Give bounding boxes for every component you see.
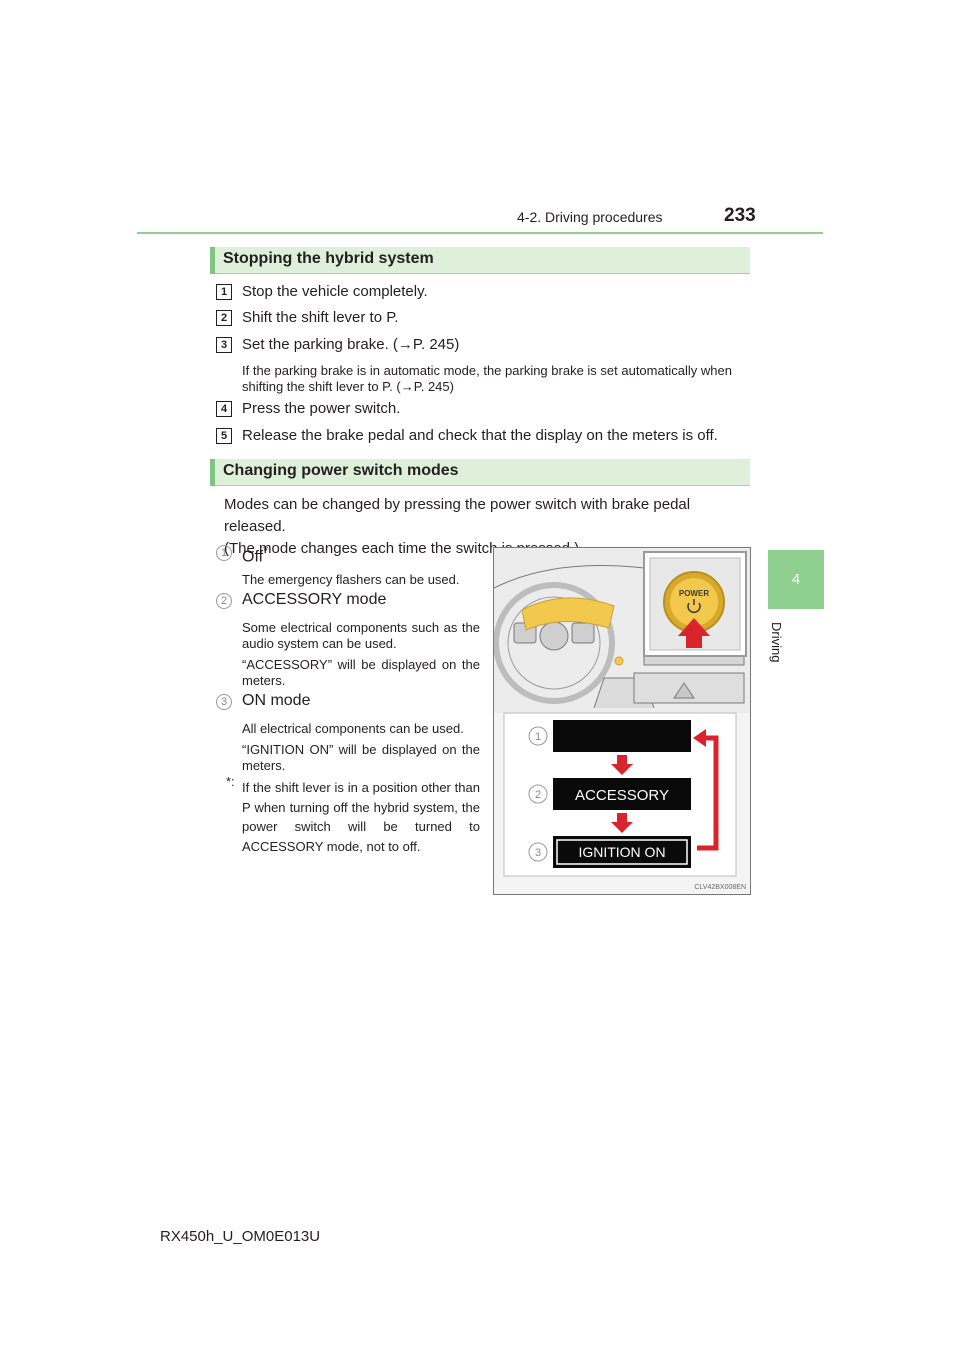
parking-brake-note: If the parking brake is in automatic mod… xyxy=(242,363,732,394)
step-number-3: 3 xyxy=(216,337,232,353)
press-arrow xyxy=(678,618,710,648)
power-icon xyxy=(687,599,701,613)
step-number-4: 4 xyxy=(216,401,232,417)
page-number: 233 xyxy=(724,205,756,226)
display-off xyxy=(553,720,691,752)
section-heading-stopping: Stopping the hybrid system xyxy=(210,247,750,274)
mode-number-1: 1 xyxy=(216,545,232,561)
power-switch-location-dot xyxy=(614,656,624,666)
display-ignition-text: IGNITION ON xyxy=(578,844,665,860)
mode-number-2: 2 xyxy=(216,593,232,609)
chapter-label: Driving xyxy=(769,622,784,663)
arrow-return xyxy=(697,735,719,851)
diagram-label-2: 2 xyxy=(535,789,541,801)
step-text-5: Release the brake pedal and check that t… xyxy=(242,427,718,444)
step-number-2: 2 xyxy=(216,310,232,326)
header-rule xyxy=(137,232,823,234)
header-section-title: 4-2. Driving procedures xyxy=(517,209,663,225)
asterisk: * xyxy=(263,543,269,558)
display-accessory-text: ACCESSORY xyxy=(575,787,669,804)
display-ignition xyxy=(553,836,691,868)
power-button-label: POWER xyxy=(679,589,709,598)
arrow-down-2 xyxy=(611,813,633,833)
mode-diagram: 1 2 3 ACCESSORY IGNITION ON xyxy=(503,712,737,877)
mode-number-3: 3 xyxy=(216,694,232,710)
power-button-inset: POWER xyxy=(643,551,747,657)
mode-title-accessory: ACCESSORY mode xyxy=(242,591,387,608)
step-number-5: 5 xyxy=(216,428,232,444)
step-text-3: Set the parking brake. (→P. 245) xyxy=(242,336,460,353)
display-accessory xyxy=(553,778,691,810)
step-text-4: Press the power switch. xyxy=(242,400,401,417)
step-text-1: Stop the vehicle completely. xyxy=(242,283,428,300)
footnote-text: If the shift lever is in a position othe… xyxy=(242,780,480,854)
section-title: Stopping the hybrid system xyxy=(223,250,434,267)
section-title: Changing power switch modes xyxy=(223,462,459,479)
mode-title-on: ON mode xyxy=(242,692,311,709)
arrow-down-1 xyxy=(611,755,633,775)
chapter-number: 4 xyxy=(791,571,801,588)
diagram-label-3: 3 xyxy=(535,847,541,859)
power-switch-illustration: POWER 1 2 3 ACCESSORY IGNITION ON xyxy=(493,547,751,895)
mode-desc-accessory-1: Some electrical components such as the a… xyxy=(242,620,480,651)
modes-intro: Modes can be changed by pressing the pow… xyxy=(224,496,691,557)
dashboard-drawing xyxy=(494,548,750,713)
mode-desc-accessory-2: “ACCESSORY” will be displayed on the met… xyxy=(242,657,480,688)
mode-desc-off: The emergency flashers can be used. xyxy=(242,572,460,587)
step-number-1: 1 xyxy=(216,284,232,300)
footer-document-code: RX450h_U_OM0E013U xyxy=(160,1228,321,1245)
section-heading-changing-modes: Changing power switch modes xyxy=(210,459,750,486)
diagram-label-1: 1 xyxy=(535,731,541,743)
mode-desc-on-2: “IGNITION ON” will be displayed on the m… xyxy=(242,742,480,773)
mode-title-off: Off* xyxy=(242,543,269,566)
step-text-2: Shift the shift lever to P. xyxy=(242,309,399,326)
meter-highlight xyxy=(521,597,615,631)
chapter-tab: 4 xyxy=(768,550,824,609)
mode-desc-on-1: All electrical components can be used. xyxy=(242,721,464,736)
figure-code: CLV42BX008EN xyxy=(694,884,746,891)
footnote-mark: *: xyxy=(226,774,235,789)
